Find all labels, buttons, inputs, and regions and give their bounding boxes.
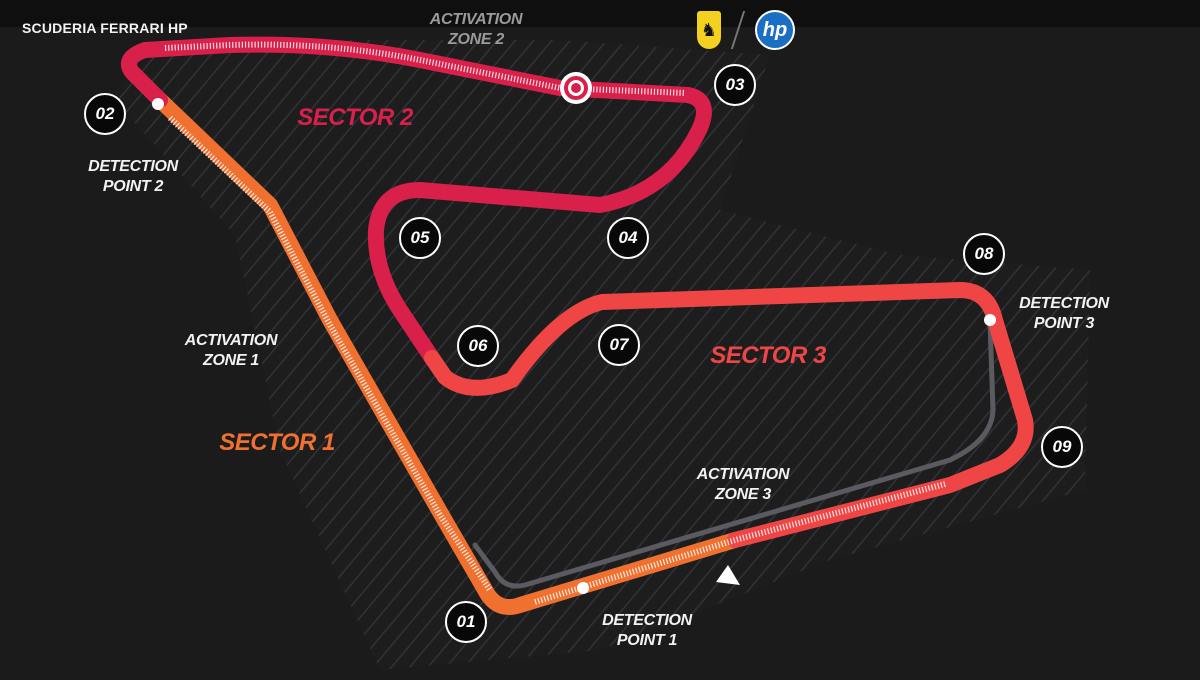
detection-point-3-marker [984,314,996,326]
direction-arrow-icon [716,565,740,585]
sector-2-label: SECTOR 2 [297,104,413,131]
turn-05-marker: 05 [399,217,441,259]
turn-06-marker: 06 [457,325,499,367]
turn-03-marker: 03 [714,64,756,106]
logos: ♞ hp [697,10,795,50]
detection-point-1-marker [577,582,589,594]
sector-3-label: SECTOR 3 [710,342,826,369]
sector-1-label: SECTOR 1 [219,429,335,456]
speed-trap-icon [560,72,592,104]
turn-01-marker: 01 [445,601,487,643]
drs-zones [164,41,946,605]
ferrari-logo-icon: ♞ [697,11,721,49]
turn-09-marker: 09 [1041,426,1083,468]
sector-3-track [424,282,1034,548]
detection-point-2-marker [152,98,164,110]
turn-04-marker: 04 [607,217,649,259]
drs-zone-2 [164,41,686,96]
brand-title: SCUDERIA FERRARI HP [22,20,188,36]
hp-logo-icon: hp [755,10,795,50]
turn-08-marker: 08 [963,233,1005,275]
turn-07-marker: 07 [598,324,640,366]
pit-lane [472,319,996,589]
top-bar [0,0,1200,27]
turn-02-marker: 02 [84,93,126,135]
